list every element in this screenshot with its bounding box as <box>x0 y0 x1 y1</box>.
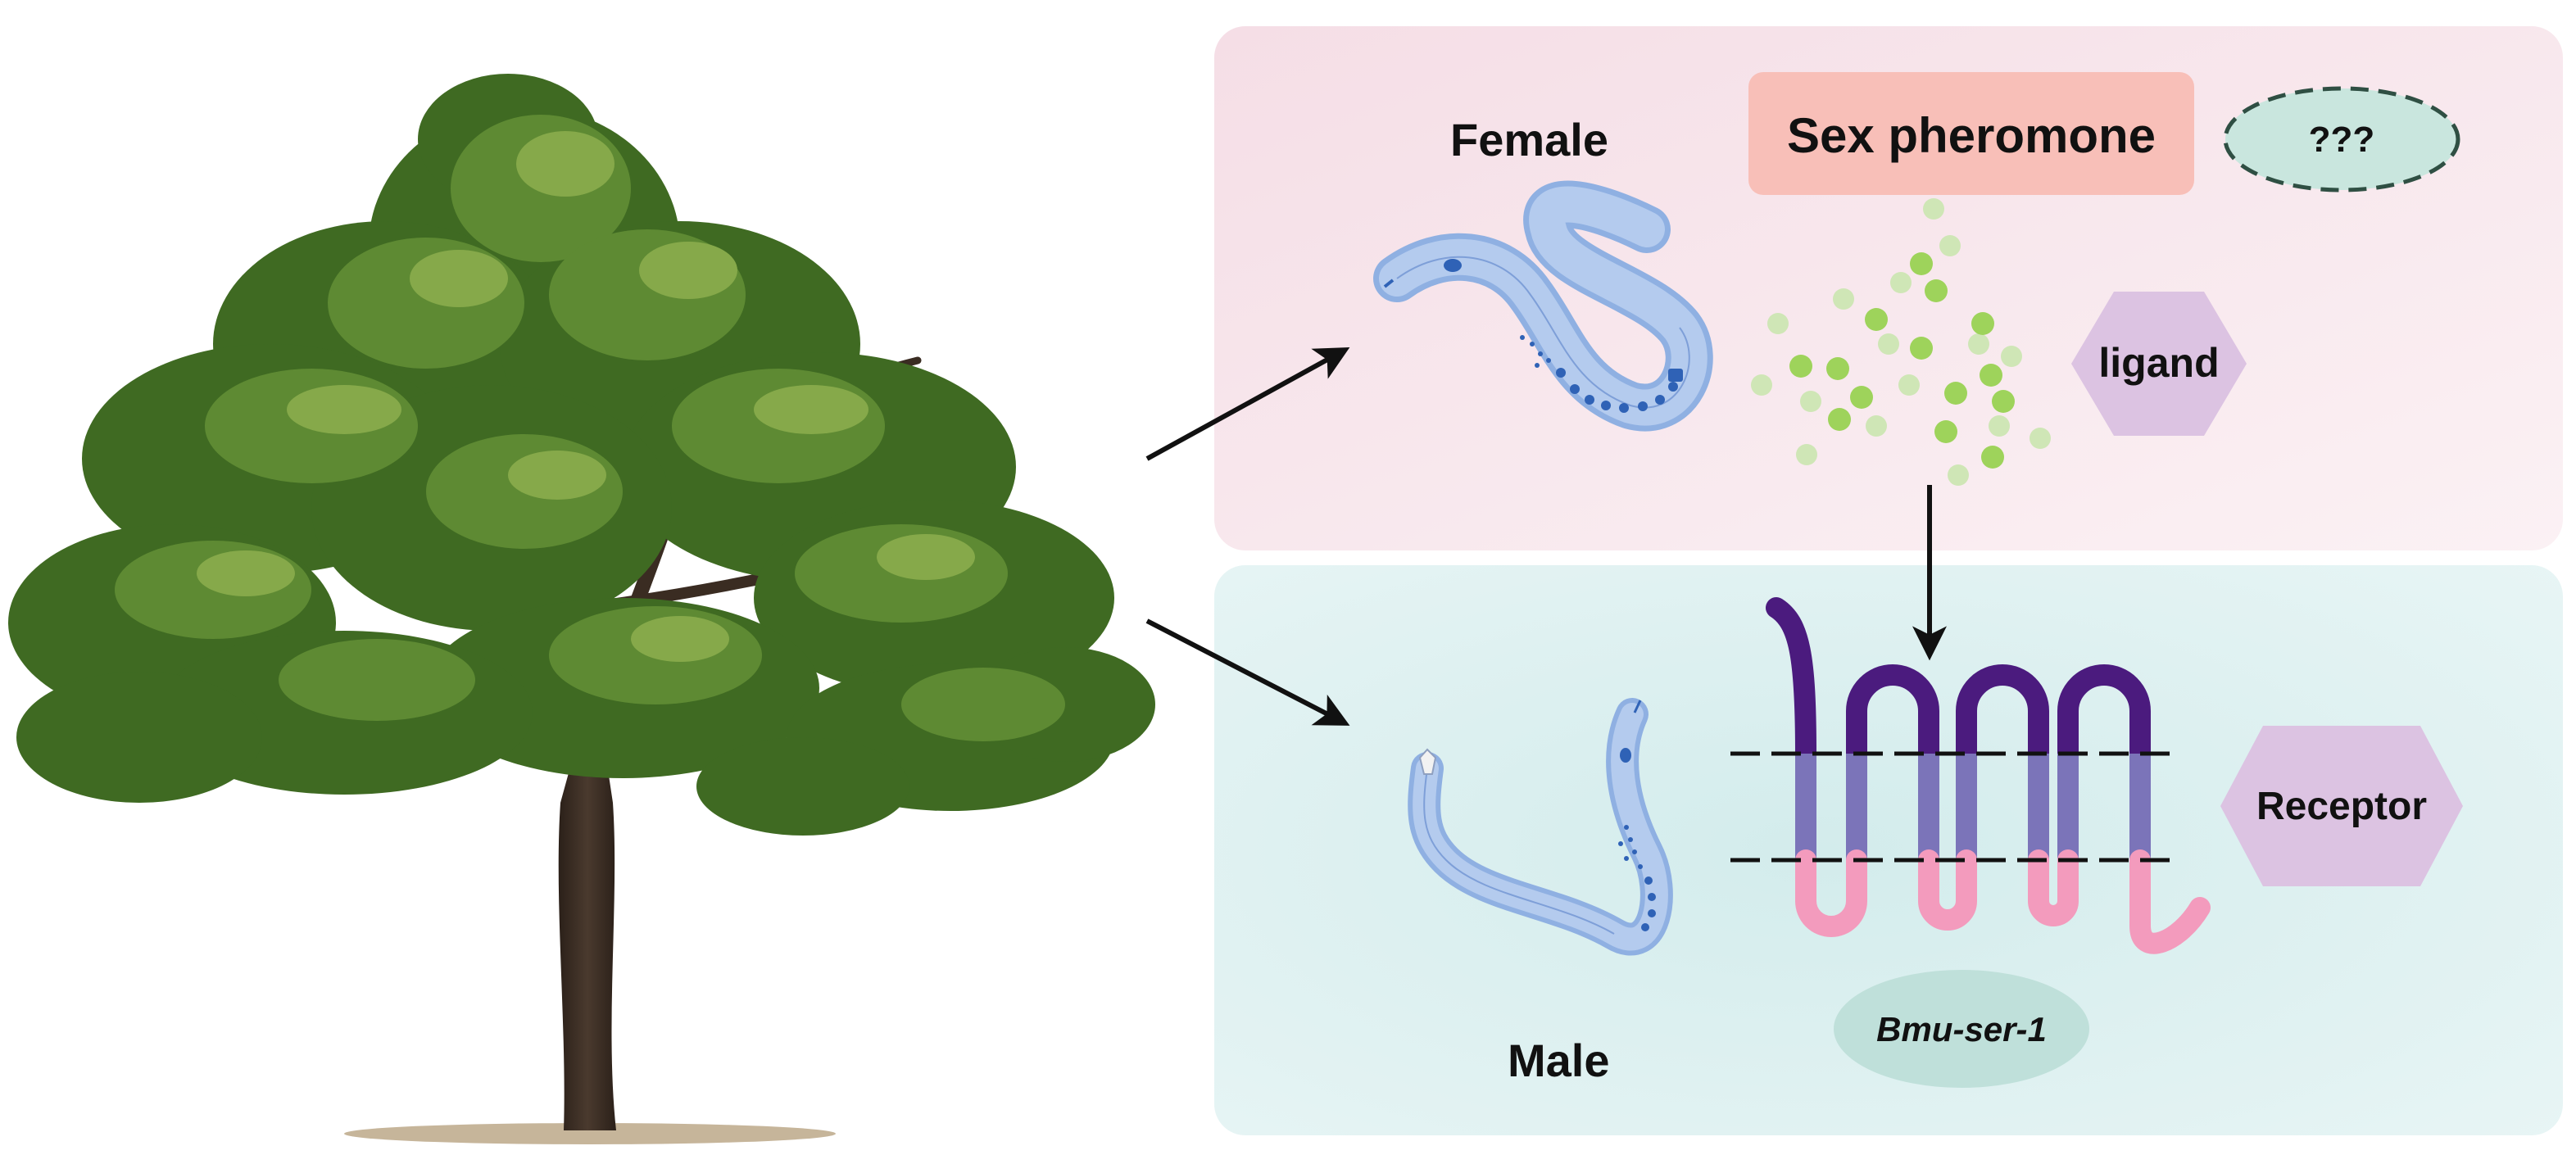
sex-pheromone-box <box>1748 72 2194 195</box>
female-nematode-icon <box>1373 180 1713 432</box>
female-panel <box>1214 26 2563 550</box>
ligand-hexagon <box>2071 292 2247 436</box>
tree-ground-shadow <box>344 1123 836 1144</box>
gene-ellipse <box>1834 970 2089 1088</box>
male-panel <box>1214 565 2563 1135</box>
male-label: Male <box>1508 1035 1610 1086</box>
receptor-intracellular-loop <box>1918 849 1977 931</box>
arrow-to-male <box>1145 618 1350 726</box>
pine-tree <box>8 74 1155 1144</box>
receptor-c-terminus <box>2129 849 2211 954</box>
arrow-to-female <box>1145 346 1350 461</box>
pheromone-particles <box>1751 198 2051 486</box>
receptor-hexagon <box>2220 726 2463 886</box>
receptor-n-terminus <box>1766 597 1816 764</box>
receptor-intracellular-loop <box>2028 849 2079 926</box>
receptor-extracellular-loop <box>1956 664 2049 764</box>
receptor-7tm-icon <box>1766 597 2211 954</box>
unknown-label: ??? <box>2308 120 2375 160</box>
receptor-extracellular-loop <box>1846 664 1939 764</box>
tree-trunk <box>558 737 616 1130</box>
tree-foliage <box>8 74 1155 836</box>
female-label: Female <box>1450 114 1608 165</box>
receptor-intracellular-loop <box>1795 849 1867 937</box>
sex-pheromone-label: Sex pheromone <box>1786 108 2156 163</box>
gene-label: Bmu-ser-1 <box>1876 1010 2047 1049</box>
male-nematode-icon <box>1408 698 1673 956</box>
receptor-label: Receptor <box>2256 785 2428 828</box>
receptor-extracellular-loop <box>2057 664 2151 764</box>
ligand-label: ligand <box>2098 340 2220 386</box>
unknown-ellipse <box>2223 86 2460 192</box>
